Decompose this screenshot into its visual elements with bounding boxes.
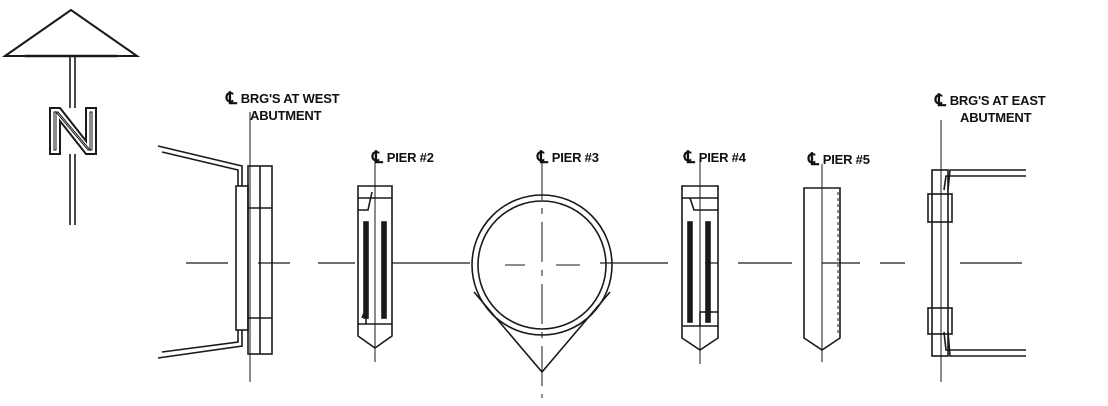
centerline-symbol: ℄: [684, 148, 695, 168]
east-abutment-label: ℄BRG'S AT EAST: [935, 91, 1046, 111]
centerline-symbol: ℄: [537, 148, 548, 168]
pier-4-label: ℄PIER #4: [684, 148, 746, 168]
pier-2-label: ℄PIER #2: [372, 148, 434, 168]
pier-4: [681, 158, 719, 364]
centerline-symbol: ℄: [372, 148, 383, 168]
pier-3: [471, 160, 613, 398]
centerline-symbol: ℄: [808, 150, 819, 170]
pier-3-label: ℄PIER #3: [537, 148, 599, 168]
pier-2: [357, 158, 393, 362]
centerline-symbol: ℄: [226, 89, 237, 109]
centerline-symbol: ℄: [935, 91, 946, 111]
east-abutment: [927, 120, 1026, 382]
north-arrow-icon: [1, 8, 141, 225]
west-abutment-label-line2: ABUTMENT: [250, 108, 322, 123]
west-abutment-label: ℄BRG'S AT WEST: [226, 89, 340, 109]
pier-5: [803, 164, 841, 362]
west-abutment: [157, 112, 273, 382]
pier-5-label: ℄PIER #5: [808, 150, 870, 170]
east-abutment-label-line2: ABUTMENT: [960, 110, 1032, 125]
